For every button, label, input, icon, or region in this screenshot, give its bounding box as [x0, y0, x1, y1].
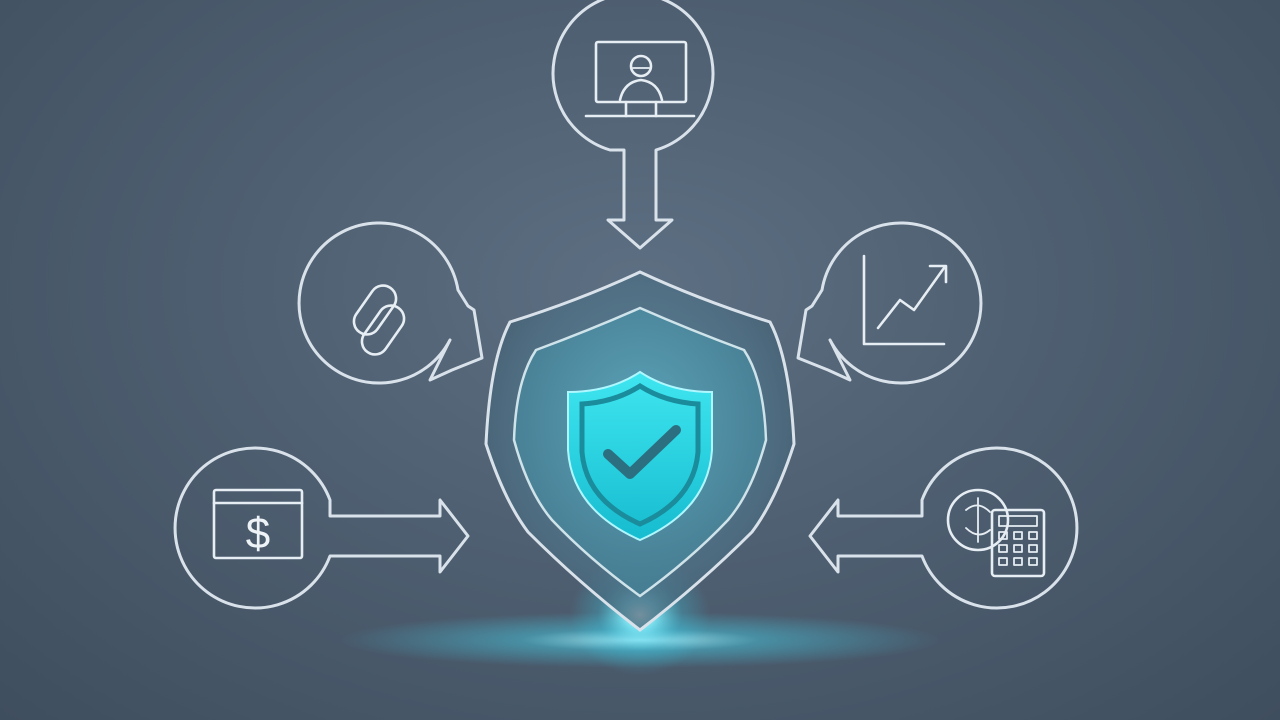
lower-right-node-outline	[808, 446, 1079, 610]
dollar-window-icon: $	[212, 488, 304, 560]
top-node-outline	[551, 0, 715, 250]
calculator-coin-icon	[946, 488, 1046, 578]
dollar-symbol: $	[246, 509, 270, 558]
chain-link-icon	[352, 284, 406, 356]
trend-chart-icon	[862, 254, 948, 346]
top-node	[551, 0, 715, 250]
upper-right-node-outline	[796, 221, 983, 385]
upper-left-node	[297, 221, 484, 385]
inner-shield-outline	[579, 383, 701, 527]
lower-left-node: $	[173, 446, 470, 610]
upper-left-node-outline	[297, 221, 484, 385]
check-mark	[603, 425, 681, 479]
computer-user-icon	[584, 40, 696, 118]
upper-right-node	[796, 221, 983, 385]
shield-check-icon	[567, 370, 713, 542]
lower-right-node	[808, 446, 1079, 610]
center-shield	[484, 270, 796, 632]
lower-left-node-outline	[173, 446, 470, 610]
